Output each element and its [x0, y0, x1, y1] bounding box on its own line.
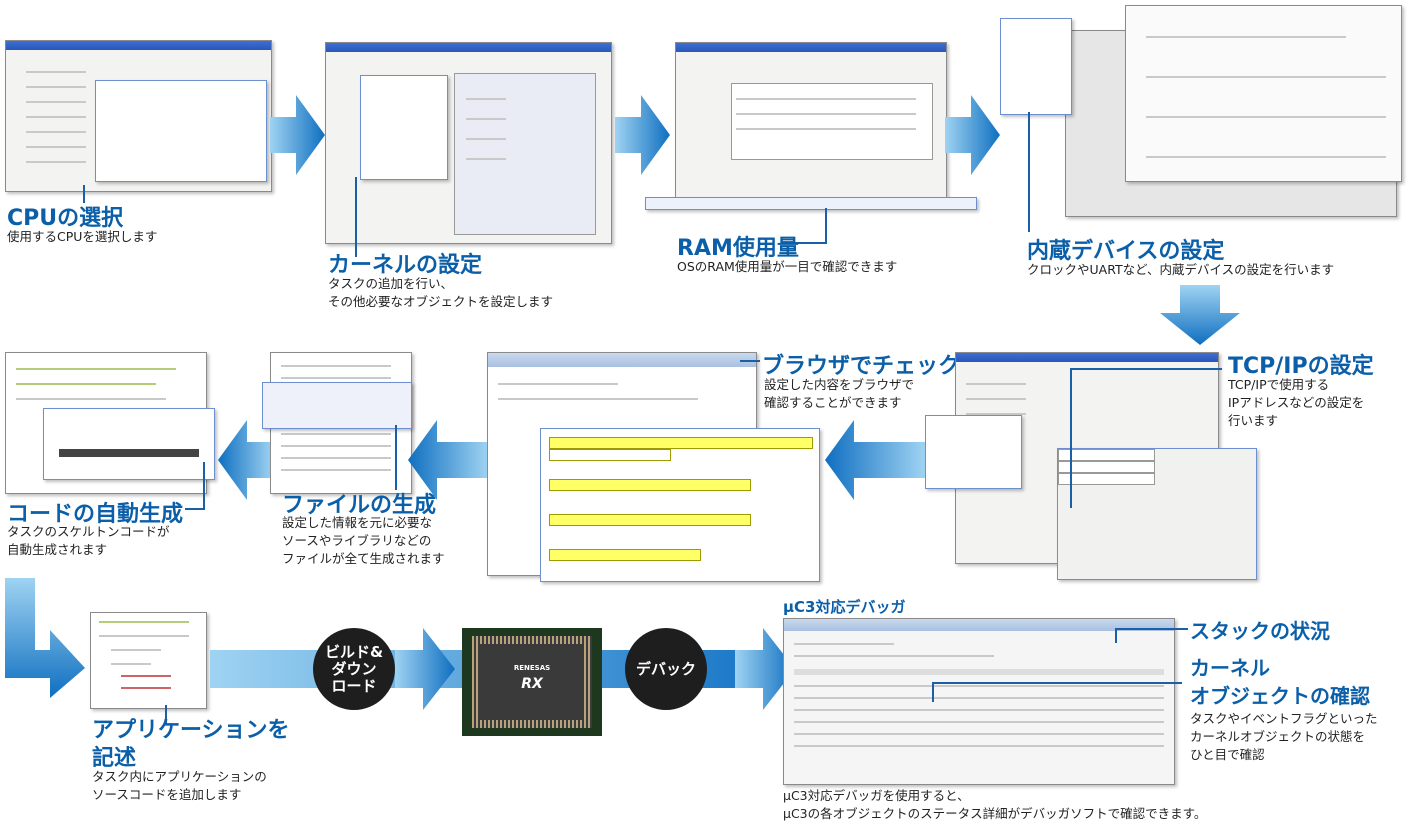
files-step-title: ファイルの生成: [282, 493, 437, 518]
tcpip-step-desc-2: IPアドレスなどの設定を: [1228, 395, 1365, 410]
file-gen-menu-zoom: [262, 382, 412, 429]
arrow-left-2: [408, 420, 488, 500]
arrow-right-3: [945, 95, 1000, 175]
tcpip-tree-zoom: [925, 415, 1022, 489]
debug-circle: デバック: [625, 628, 707, 710]
cpu-step-title: CPUの選択: [7, 206, 124, 231]
arrow-right-2: [615, 95, 670, 175]
tcpip-step-desc-3: 行います: [1228, 413, 1279, 428]
arrow-down-right: [5, 578, 85, 698]
rx-chip: RENESAS RX: [462, 628, 602, 736]
device-settings-screenshot: [1125, 5, 1402, 182]
app-step-title-2: 記述: [92, 746, 137, 771]
app-step-title-1: アプリケーションを: [92, 718, 290, 743]
ram-step-desc: OSのRAM使用量が一目で確認できます: [677, 259, 898, 274]
arrow-right-5: [735, 628, 795, 710]
device-list-zoom: [1000, 18, 1072, 115]
browser-step-desc-2: 確認することができます: [764, 395, 902, 410]
arrow-right-1: [270, 95, 325, 175]
debugger-desc-2: μC3の各オブジェクトのステータス詳細がデバッガソフトで確認できます。: [783, 806, 1207, 821]
ram-status-bar: [645, 197, 977, 210]
kernel-obj-desc-3: ひと目で確認: [1190, 747, 1265, 762]
ram-step-title: RAM使用量: [677, 236, 799, 261]
browser-step-title: ブラウザでチェック: [762, 354, 961, 379]
files-step-desc-3: ファイルが全て生成されます: [282, 551, 445, 566]
debugger-desc-1: μC3対応デバッガを使用すると、: [783, 788, 970, 803]
app-step-desc-1: タスク内にアプリケーションの: [92, 769, 267, 784]
code-step-desc-1: タスクのスケルトンコードが: [7, 524, 170, 539]
app-step-desc-2: ソースコードを追加します: [92, 787, 242, 802]
tcpip-step-desc-1: TCP/IPで使用する: [1228, 377, 1330, 392]
chip-brand: RENESAS: [513, 664, 551, 672]
debugger-title: μC3対応デバッガ: [783, 598, 906, 616]
browser-step-desc-1: 設定した内容をブラウザで: [764, 377, 915, 392]
app-code-screenshot: [90, 612, 207, 709]
kernel-obj-desc-1: タスクやイベントフラグといった: [1190, 711, 1378, 726]
files-step-desc-2: ソースやライブラリなどの: [282, 533, 432, 548]
tcpip-step-title: TCP/IPの設定: [1228, 354, 1374, 379]
code-step-title: コードの自動生成: [7, 502, 184, 527]
code-gen-zoom: [43, 408, 215, 480]
cpu-step-desc: 使用するCPUを選択します: [7, 229, 158, 244]
device-step-desc: クロックやUARTなど、内蔵デバイスの設定を行います: [1027, 262, 1335, 277]
cpu-select-zoom: [95, 80, 267, 182]
browser-zoom: [540, 428, 820, 582]
stack-status-title: スタックの状況: [1190, 619, 1330, 643]
device-step-title: 内蔵デバイスの設定: [1027, 239, 1225, 264]
kernel-menu-zoom: [360, 75, 448, 180]
arrow-down-1: [1160, 285, 1240, 345]
code-step-desc-2: 自動生成されます: [7, 542, 108, 557]
build-download-circle: ビルド& ダウン ロード: [313, 628, 395, 710]
arrow-left-1: [218, 420, 273, 500]
kernel-step-desc-2: その他必要なオブジェクトを設定します: [328, 294, 554, 309]
kernel-obj-title-2: オブジェクトの確認: [1190, 684, 1370, 708]
files-step-desc-1: 設定した情報を元に必要な: [282, 515, 433, 530]
ram-usage-screenshot: [675, 42, 947, 204]
kernel-step-desc-1: タスクの追加を行い、: [328, 276, 454, 291]
debugger-screenshot: [783, 618, 1175, 785]
arrow-left-3: [825, 420, 925, 500]
kernel-step-title: カーネルの設定: [328, 253, 483, 278]
kernel-obj-desc-2: カーネルオブジェクトの状態を: [1190, 729, 1366, 744]
tcpip-form-zoom: [1057, 448, 1257, 580]
chip-model: RX: [521, 676, 543, 692]
kernel-obj-title-1: カーネル: [1190, 656, 1270, 680]
arrow-right-4: [395, 628, 455, 710]
